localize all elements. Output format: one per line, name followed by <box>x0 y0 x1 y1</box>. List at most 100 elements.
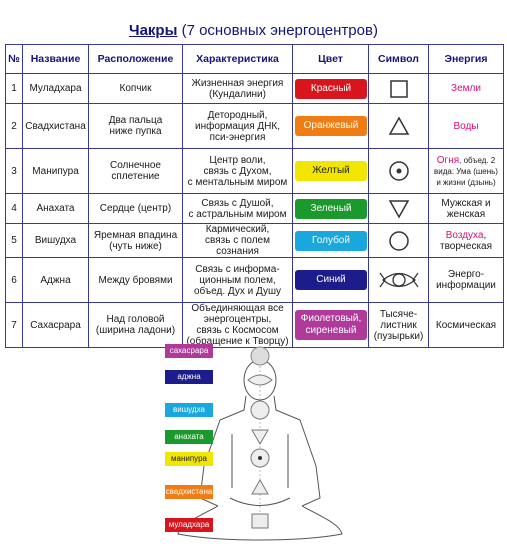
cell-color: Синий <box>292 257 369 303</box>
characteristic-line: информация ДНК, <box>195 120 280 132</box>
characteristic-line: Детородный, <box>207 109 268 121</box>
characteristic-line: энергоцентры, <box>203 314 272 325</box>
color-chip: Фиолетовый, сиреневый <box>295 310 367 340</box>
table-header-row: № Название Расположение Характеристика Ц… <box>5 44 504 74</box>
cell-num: 5 <box>5 223 23 258</box>
cell-color: Голубой <box>292 223 369 258</box>
cell-characteristic: Центр воли,связь с Духом,с ментальным ми… <box>182 148 293 194</box>
location-line: Яремная впадина <box>93 229 178 241</box>
characteristic-line: (Кундалини) <box>209 88 266 100</box>
cell-symbol <box>368 148 429 194</box>
characteristic-line: с ментальным миром <box>187 176 288 188</box>
header-location: Расположение <box>88 44 183 74</box>
chakra-label-5: свадхистана <box>165 485 213 499</box>
cell-name: Сахасрара <box>22 302 89 348</box>
header-energy: Энергия <box>428 44 504 74</box>
cell-name: Вишудха <box>22 223 89 258</box>
cell-energy: Земли <box>428 73 504 104</box>
characteristic-line: связь с Духом, <box>203 165 272 177</box>
cell-characteristic: Связь с информа-ционным полем,объед. Дух… <box>182 257 293 303</box>
chakra-label-0: сахасрара <box>165 344 213 358</box>
color-chip: Голубой <box>295 230 367 251</box>
cell-name: Муладхара <box>22 73 89 104</box>
cell-location: Над головой(ширина ладони) <box>88 302 183 348</box>
energy-text: , творческая <box>439 229 493 252</box>
chakra-label-4: манипура <box>165 452 213 466</box>
location-line: Солнечное <box>109 160 161 171</box>
cell-characteristic: Кармический,связь с полем сознания <box>182 223 293 258</box>
location-line: ниже пупка <box>109 126 162 137</box>
cell-location: Копчик <box>88 73 183 104</box>
cell-color: Желтый <box>292 148 369 194</box>
location-line: Над головой <box>106 314 165 325</box>
cell-color: Зеленый <box>292 193 369 224</box>
eye-icon <box>371 269 426 291</box>
header-name: Название <box>22 44 89 74</box>
energy-text: Воды <box>453 120 479 132</box>
color-chip: Зеленый <box>295 198 367 219</box>
cell-symbol <box>368 103 429 149</box>
location-line: сплетение <box>111 171 160 182</box>
circle-icon <box>371 230 426 252</box>
triangle-down-icon <box>371 199 426 219</box>
cell-energy: Воды <box>428 103 504 149</box>
characteristic-line: с астральным миром <box>188 208 287 220</box>
characteristic-line: Связь с Душой, <box>201 197 274 209</box>
title-rest: (7 основных энергоцентров) <box>177 22 378 39</box>
cell-num: 7 <box>5 302 23 348</box>
cell-location: Сердце (центр) <box>88 193 183 224</box>
chakra-label-3: анахата <box>165 430 213 444</box>
energy-text: Мужская и женская <box>441 197 491 220</box>
triangle-up-icon <box>371 116 426 136</box>
location-line: (ширина ладони) <box>95 325 176 336</box>
energy-text: Воздуха <box>445 229 484 241</box>
characteristic-line: Жизненная энергия <box>191 77 284 89</box>
cell-symbol <box>368 223 429 258</box>
characteristic-line: (обращение к Творцу) <box>186 336 289 347</box>
cell-characteristic: Жизненная энергия(Кундалини) <box>182 73 293 104</box>
energy-text: Земли <box>451 83 481 94</box>
cell-energy: Мужская и женская <box>428 193 504 224</box>
cell-color: Фиолетовый, сиреневый <box>292 302 369 348</box>
energy-text: , объед. 2 вида: Ума (шень) и жизни (дзы… <box>434 155 498 187</box>
characteristic-line: Связь с информа- <box>195 263 280 275</box>
cell-location: Между бровями <box>88 257 183 303</box>
cell-num: 1 <box>5 73 23 104</box>
chakra-label-1: аджна <box>165 370 213 384</box>
energy-text: Огня <box>436 154 460 166</box>
header-characteristic: Характеристика <box>182 44 293 74</box>
chakra-label-2: вишудха <box>165 403 213 417</box>
color-chip: Синий <box>295 270 367 290</box>
location-line: Два пальца <box>108 115 163 126</box>
cell-symbol <box>368 257 429 303</box>
characteristic-line: связь с полем сознания <box>205 235 270 257</box>
dotted-circle-icon <box>371 160 426 182</box>
cell-energy: Огня, объед. 2 вида: Ума (шень) и жизни … <box>428 148 504 194</box>
cell-symbol: Тысяче-листник (пузырьки) <box>368 302 429 348</box>
header-color: Цвет <box>292 44 369 74</box>
cell-energy: Воздуха, творческая <box>428 223 504 258</box>
cell-num: 4 <box>5 193 23 224</box>
cell-symbol <box>368 73 429 104</box>
cell-location: Яремная впадина(чуть ниже) <box>88 223 183 258</box>
cell-characteristic: Детородный,информация ДНК,пси-энергия <box>182 103 293 149</box>
cell-num: 6 <box>5 257 23 303</box>
color-chip: Оранжевый <box>295 116 367 136</box>
meditating-figure-illustration <box>177 346 343 541</box>
cell-num: 3 <box>5 148 23 194</box>
energy-text: Космическая <box>435 319 497 331</box>
cell-name: Анахата <box>22 193 89 224</box>
characteristic-line: ционным полем, <box>199 274 276 286</box>
page-title: Чакры (7 основных энергоцентров) <box>0 22 507 39</box>
characteristic-line: Объединяющая все <box>191 303 284 314</box>
header-num: № <box>5 44 23 74</box>
cell-energy: Космическая <box>428 302 504 348</box>
characteristic-line: Центр воли, <box>209 154 266 166</box>
